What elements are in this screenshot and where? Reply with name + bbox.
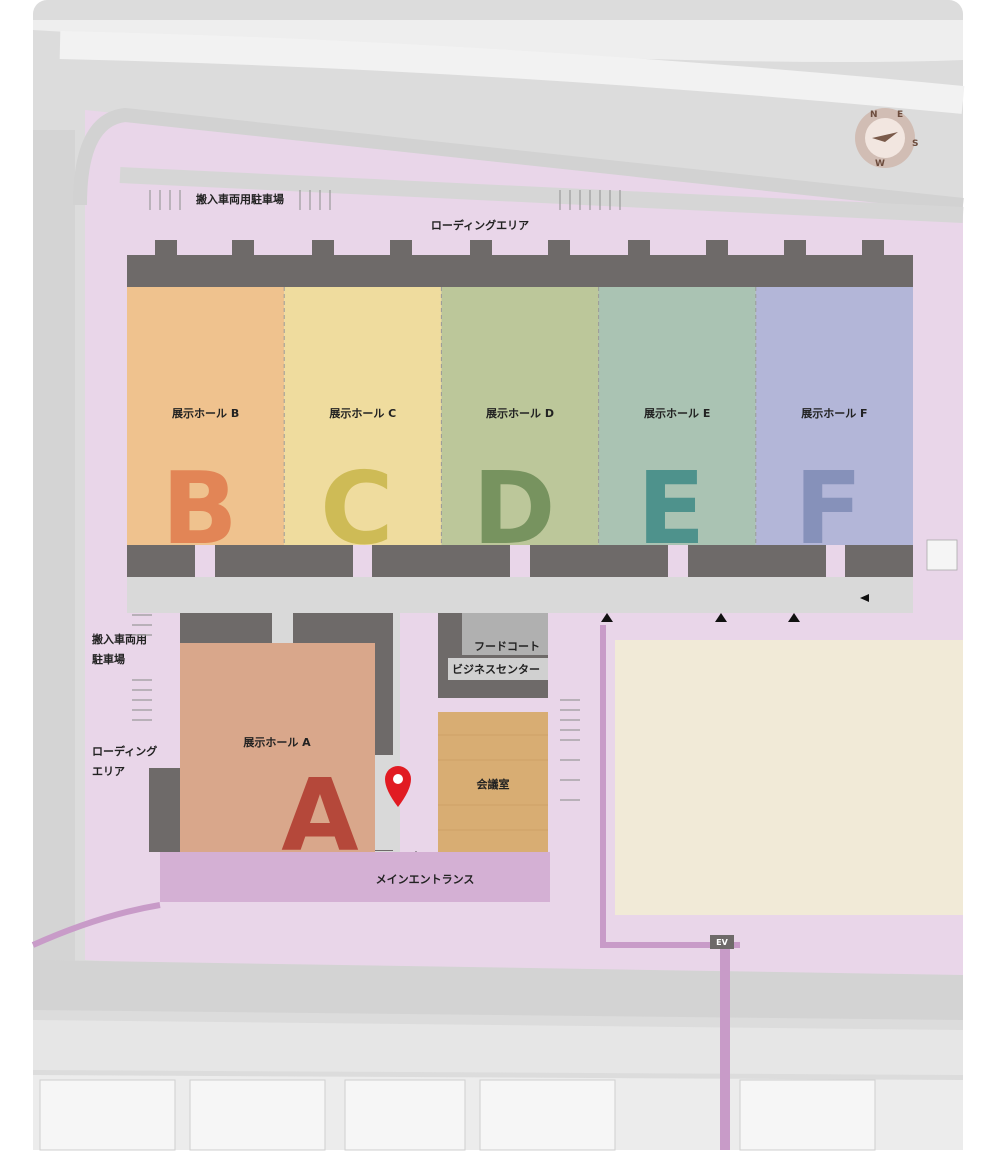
hall-d-label: 展示ホール D <box>485 407 554 420</box>
hall-b[interactable] <box>127 287 285 545</box>
parking-top-label: 搬入車両用駐車場 <box>196 192 284 206</box>
hall-e-label: 展示ホール E <box>643 407 710 420</box>
loading-left-line1: ローディング <box>92 744 157 758</box>
loading-left-line2: エリア <box>92 765 125 778</box>
parking-stalls-top <box>149 190 621 210</box>
compass-icon: N E S W <box>855 108 918 169</box>
hall-a-annex-left <box>180 613 272 643</box>
hall-f-label: 展示ホール F <box>800 407 867 420</box>
hall-a-west-annex <box>149 768 181 852</box>
parking-left-line2: 駐車場 <box>92 652 125 666</box>
food-court-label: フードコート <box>474 640 540 653</box>
elevator <box>710 935 734 949</box>
svg-text:W: W <box>875 159 885 169</box>
hall-service-band <box>127 545 913 577</box>
hall-c-label: 展示ホール C <box>328 407 396 420</box>
hall-a-label: 展示ホール A <box>242 736 311 749</box>
svg-text:N: N <box>870 110 878 120</box>
north-road-edge <box>33 20 963 62</box>
loading-top-label: ローディングエリア <box>431 218 529 232</box>
hall-c[interactable] <box>284 287 442 545</box>
bus-stop-icon <box>926 539 958 571</box>
south-road-2 <box>33 1020 963 1075</box>
elevator-label: EV <box>716 938 728 947</box>
location-pin-icon[interactable] <box>385 766 411 807</box>
loading-dock-band <box>127 240 913 287</box>
parking-left-line1: 搬入車両用 <box>92 632 147 646</box>
hall-f[interactable] <box>755 287 913 545</box>
walkway-west <box>31 902 161 948</box>
driveway-inner <box>119 167 964 223</box>
conference-label: 会議室 <box>477 777 510 791</box>
svg-text:S: S <box>912 139 918 149</box>
north-highway <box>59 31 965 114</box>
conference-texture <box>438 734 548 831</box>
south-buildings <box>39 1079 876 1151</box>
business-center-label: ビジネスセンター <box>452 662 540 676</box>
business-center[interactable] <box>448 658 548 680</box>
hall-b-label: 展示ホール B <box>171 407 239 420</box>
driveway-top <box>73 107 964 212</box>
hall-e[interactable] <box>598 287 756 545</box>
parking-stalls-east <box>560 699 580 801</box>
walkway-east <box>600 625 740 948</box>
west-road <box>33 130 75 985</box>
hall-a-annex-right <box>293 613 393 643</box>
food-court[interactable] <box>462 613 548 655</box>
svg-text:E: E <box>897 110 903 120</box>
east-parking-lot <box>615 640 963 915</box>
hall-a[interactable] <box>180 643 375 852</box>
parking-stalls-left <box>132 614 152 721</box>
south-road <box>33 960 963 1020</box>
main-entrance-label: メインエントランス <box>376 873 475 886</box>
main-entrance[interactable] <box>160 852 550 902</box>
main-corridor <box>127 577 913 613</box>
walkway-south <box>720 945 730 1150</box>
hall-d[interactable] <box>441 287 599 545</box>
